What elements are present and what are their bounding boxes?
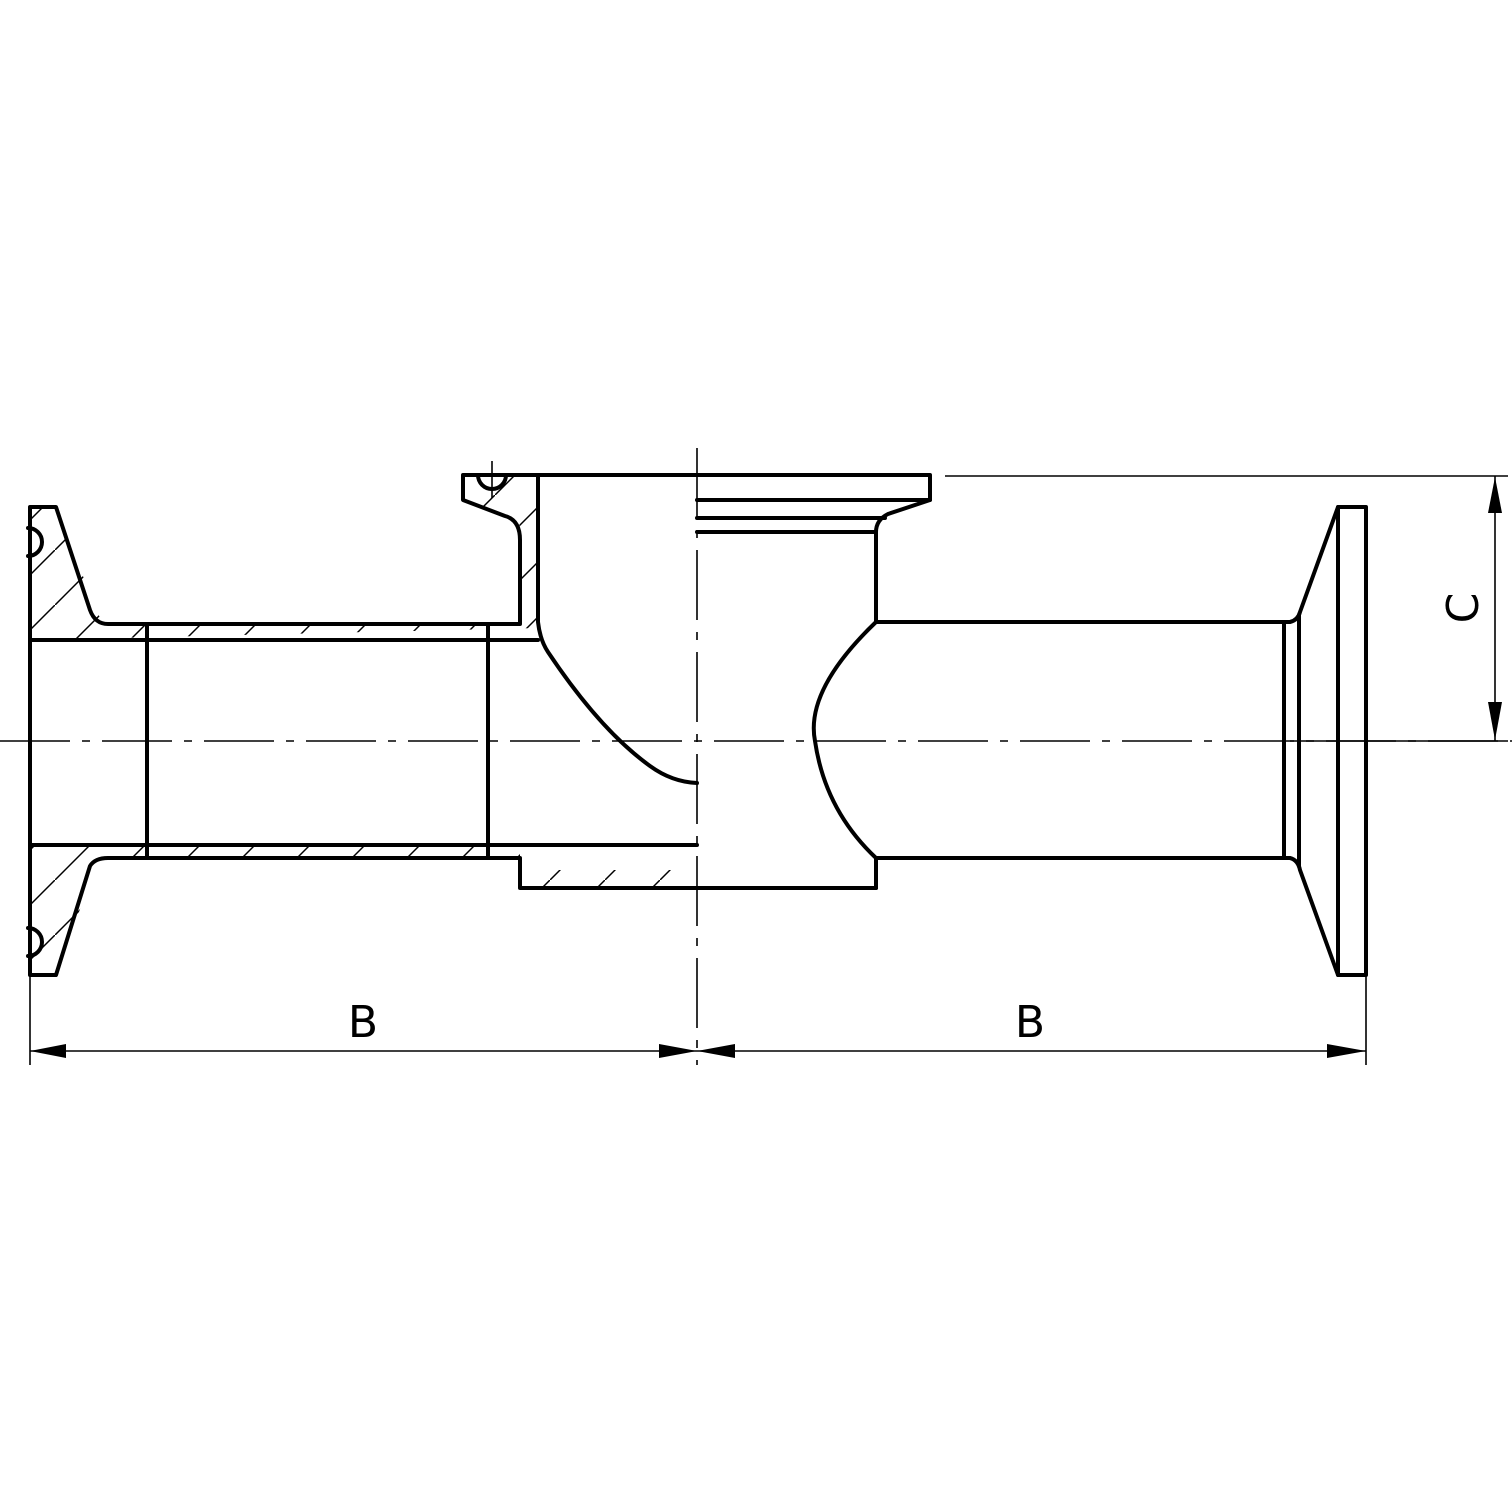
dimension-label-b-left: B (348, 997, 378, 1048)
arrowhead-up-icon (1488, 477, 1502, 513)
section-hatching (30, 475, 697, 975)
main-body (695, 530, 1286, 890)
arrowhead-down-icon (1488, 702, 1502, 740)
dimension-b: B B (29, 975, 1367, 1065)
dimension-label-c: C (1438, 593, 1489, 624)
arrowhead-right-icon (1327, 1044, 1366, 1058)
arrowhead-center-right-icon (697, 1044, 735, 1058)
left-ferrule (26, 473, 699, 977)
dimension-c: C (945, 475, 1508, 742)
branch-port (476, 461, 932, 785)
arrowhead-left-icon (30, 1044, 66, 1058)
dimension-label-b-right: B (1015, 997, 1045, 1048)
arrowhead-center-left-icon (659, 1044, 697, 1058)
centerlines (0, 448, 1512, 1065)
